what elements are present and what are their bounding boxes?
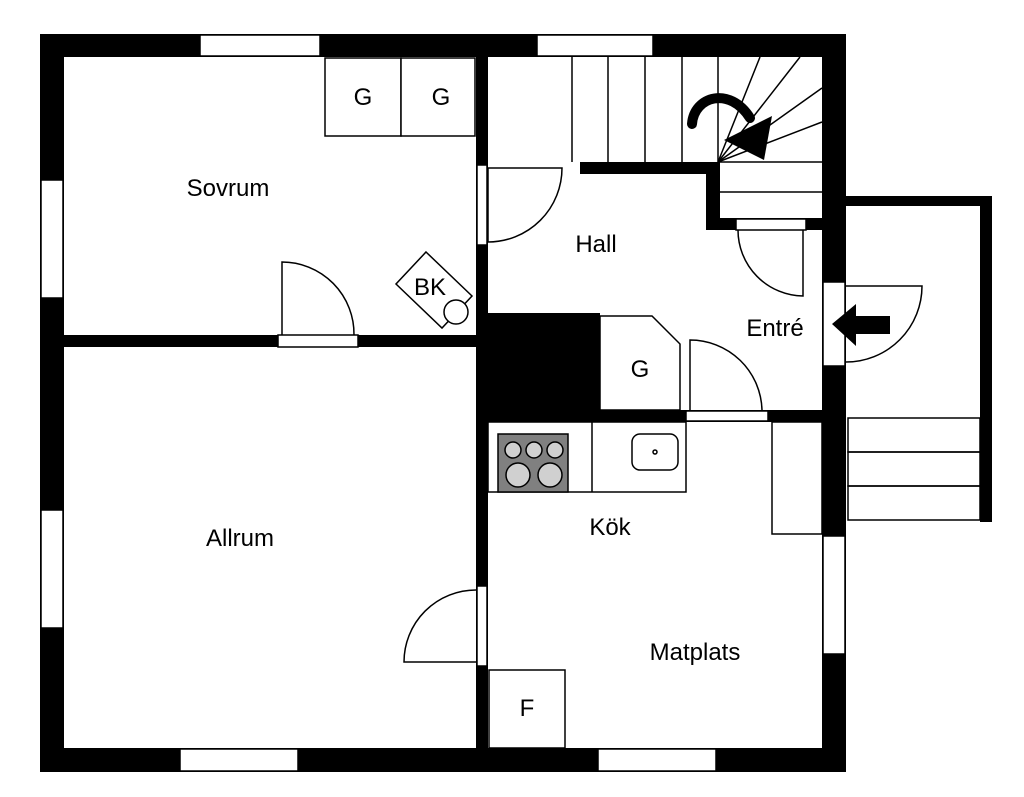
- room-label-entre: Entré: [746, 315, 803, 342]
- window-top-2: [536, 34, 654, 57]
- window-left-1: [40, 179, 64, 299]
- door-swing-allrum: [403, 589, 477, 663]
- wardrobe-1-label: G: [354, 84, 373, 111]
- door-swing-sovrum: [281, 261, 355, 336]
- wardrobe-2: [400, 57, 476, 137]
- room-label-allrum: Allrum: [206, 525, 274, 552]
- door-opening-hall: [476, 164, 488, 246]
- door-opening-allrum: [476, 585, 488, 667]
- porch-wall-right: [980, 196, 992, 522]
- wall-top: [40, 34, 846, 57]
- laundry-drain-icon: [443, 299, 469, 325]
- porch-wall-top: [846, 196, 992, 206]
- room-label-kok: Kök: [589, 514, 631, 541]
- freezer-label: F: [520, 695, 535, 722]
- door-swing-entrance: [845, 285, 923, 363]
- laundry-label: BK: [414, 274, 446, 301]
- wardrobe-1: [324, 57, 402, 137]
- stove-burner-2-icon: [525, 441, 543, 459]
- stair-winder-4: [717, 121, 823, 163]
- wall-left: [40, 34, 64, 772]
- door-swing-hall: [487, 167, 563, 243]
- wardrobe-3: [599, 315, 681, 411]
- porch-step-3: [847, 485, 981, 521]
- stove-burner-5-icon: [537, 462, 563, 488]
- laundry-fixture: [394, 250, 474, 330]
- porch-step-1: [847, 417, 981, 453]
- windows: [40, 34, 846, 772]
- window-bottom-1: [179, 748, 299, 772]
- entrance-arrow-icon: [832, 304, 890, 346]
- door-openings: [277, 164, 807, 667]
- room-label-matplats: Matplats: [650, 639, 741, 666]
- sink-drain-icon: [652, 449, 658, 455]
- wardrobe-3-label: G: [631, 356, 650, 383]
- window-top-1: [199, 34, 321, 57]
- wall-stair-post: [706, 162, 720, 230]
- wardrobe-2-label: G: [432, 84, 451, 111]
- wall-bottom: [40, 748, 846, 772]
- kitchen-tall-cabinet: [771, 421, 823, 535]
- kitchen-counter: [487, 421, 687, 493]
- room-label-sovrum: Sovrum: [187, 175, 270, 202]
- window-right-1: [822, 535, 846, 655]
- door-opening-sovrum: [277, 334, 359, 348]
- chimney-block: [488, 313, 600, 419]
- door-swing-kitchen: [689, 339, 763, 411]
- door-swing-stair: [737, 229, 804, 297]
- stove-burner-1-icon: [504, 441, 522, 459]
- stair-direction-arrow: [687, 93, 772, 160]
- freezer-box: [488, 669, 566, 749]
- door-opening-kitchen: [685, 410, 769, 422]
- staircase: [571, 56, 823, 193]
- stove-burner-3-icon: [546, 441, 564, 459]
- stair-arrow-head: [724, 116, 772, 160]
- window-left-2: [40, 509, 64, 629]
- porch-step-2: [847, 451, 981, 487]
- wall-sovrum-allrum: [64, 335, 476, 347]
- room-label-hall: Hall: [575, 231, 616, 258]
- doors: [281, 167, 923, 663]
- wall-entre-stub: [764, 410, 822, 422]
- stair-winder-2: [717, 56, 801, 163]
- window-bottom-2: [597, 748, 717, 772]
- wall-below-stairs: [580, 162, 720, 174]
- wardrobes-sovrum: [324, 57, 476, 137]
- stair-arrow-curve: [687, 93, 755, 129]
- door-opening-stair: [735, 218, 807, 231]
- porch: [846, 196, 992, 522]
- wall-right-upper: [822, 34, 846, 232]
- stove-burner-4-icon: [505, 462, 531, 488]
